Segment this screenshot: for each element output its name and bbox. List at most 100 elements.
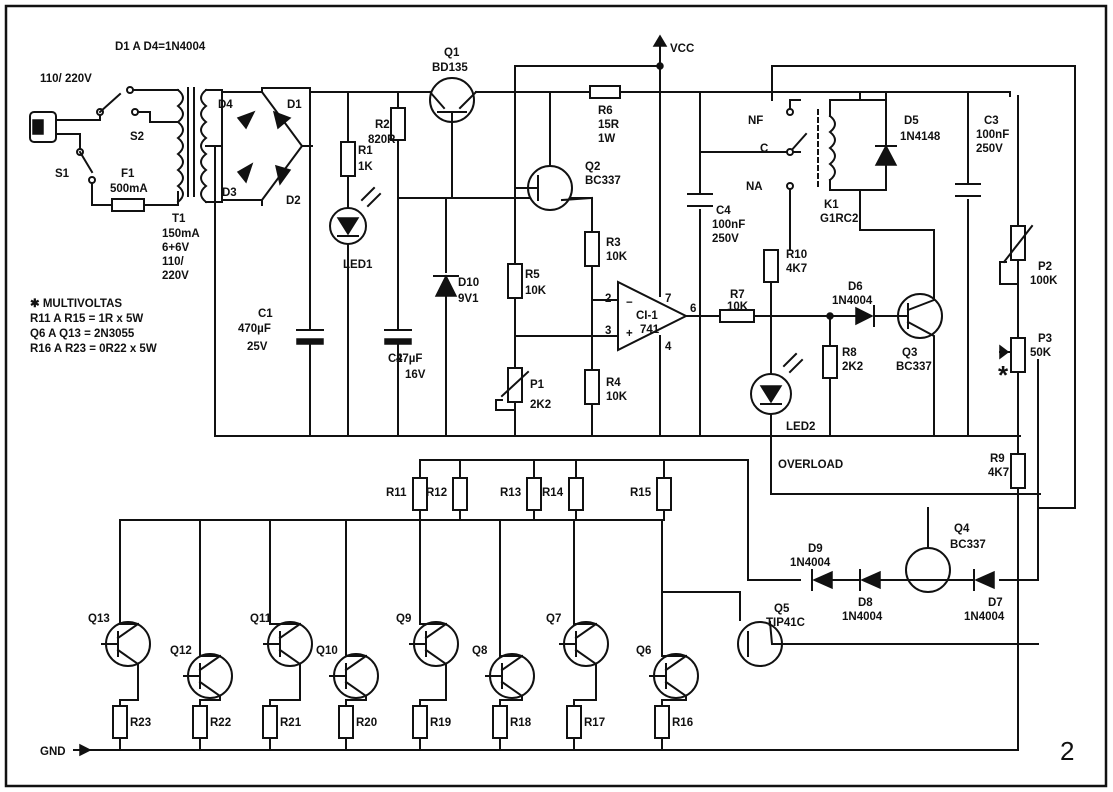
power-transistor-q7 xyxy=(559,519,609,667)
emitter-label-r18: R18 xyxy=(510,717,532,729)
c2-value: 47µF xyxy=(396,353,422,365)
d6-label: D6 xyxy=(848,281,863,293)
r1-value: 1K xyxy=(358,161,373,173)
emitter-label-r20: R20 xyxy=(356,717,377,729)
d4-icon xyxy=(236,110,256,130)
emitter-resistor-r16 xyxy=(654,695,687,751)
d9-value: 1N4004 xyxy=(790,557,831,569)
q5-value: TIP41C xyxy=(766,617,805,629)
relay-na-label: NA xyxy=(746,181,763,193)
r16-r23-note: R16 A R23 = 0R22 x 5W xyxy=(30,343,157,355)
r2-label: R2 xyxy=(375,119,390,131)
emitter-label-r21: R21 xyxy=(280,717,302,729)
emitter-label-r23: R23 xyxy=(130,717,151,729)
d2-label: D2 xyxy=(286,195,301,207)
d5-icon xyxy=(874,144,898,166)
emitter-label-r22: R22 xyxy=(210,717,231,729)
figure-number: 2 xyxy=(1060,736,1074,766)
t1-spec-secondary: 6+6V xyxy=(162,242,190,254)
d2-icon xyxy=(274,164,292,186)
d1-icon xyxy=(272,110,292,130)
power-label-q8: Q8 xyxy=(472,645,488,657)
emitter-resistor-r18 xyxy=(492,695,523,751)
potentiometer-p3 xyxy=(999,337,1039,581)
opamp-pin2: 2 xyxy=(605,293,611,305)
d3-icon xyxy=(236,162,254,184)
r3-value: 10K xyxy=(606,251,628,263)
q6-q13-note: Q6 A Q13 = 2N3055 xyxy=(30,328,135,340)
p3-multivoltas-mark: * xyxy=(998,360,1009,390)
led2-label: LED2 xyxy=(786,421,815,433)
ground-rail-top xyxy=(214,145,1021,437)
capacitor-c3 xyxy=(955,91,981,437)
relay-nf-label: NF xyxy=(748,115,763,127)
r3-label: R3 xyxy=(606,237,621,249)
diode-d7 xyxy=(973,569,995,591)
ballast-label-r12: R12 xyxy=(426,487,447,499)
q1-label: Q1 xyxy=(444,47,460,59)
d6-value: 1N4004 xyxy=(832,295,873,307)
r10-label: R10 xyxy=(786,249,807,261)
emitter-label-r17: R17 xyxy=(584,717,605,729)
emitter-resistor-r19 xyxy=(412,663,447,751)
k1-value: G1RC2 xyxy=(820,213,858,225)
power-transistor-q9 xyxy=(409,519,459,667)
p1-value: 2K2 xyxy=(530,399,551,411)
opamp-pin7: 7 xyxy=(665,293,671,305)
resistor-r1 xyxy=(340,91,356,209)
power-transistor-q8 xyxy=(485,519,535,699)
q4-label: Q4 xyxy=(954,523,970,535)
mains-voltage-label: 110/ 220V xyxy=(40,73,92,85)
opamp-pin3: 3 xyxy=(605,325,611,337)
power-label-q6: Q6 xyxy=(636,645,651,657)
c3-label: C3 xyxy=(984,115,999,127)
r2-value: 820R xyxy=(368,134,396,146)
q3-value: BC337 xyxy=(896,361,932,373)
power-label-q10: Q10 xyxy=(316,645,338,657)
ballast-r12 xyxy=(452,459,468,521)
emitter-resistor-r21 xyxy=(262,663,301,751)
vcc-label: VCC xyxy=(670,43,694,55)
d9-label: D9 xyxy=(808,543,823,555)
t1-spec-primary-b: 220V xyxy=(162,270,189,282)
emitter-resistor-r22 xyxy=(192,695,221,751)
c1-voltage: 25V xyxy=(247,341,268,353)
diode-d9 xyxy=(811,569,861,591)
opamp-ref: CI-1 xyxy=(636,310,658,322)
resistor-r6 xyxy=(589,85,621,99)
r4-label: R4 xyxy=(606,377,621,389)
r9-label: R9 xyxy=(990,453,1005,465)
r10-value: 4K7 xyxy=(786,263,807,275)
resistor-r9 xyxy=(89,453,1026,751)
r7-value: 10K xyxy=(727,301,749,313)
ballast-r15 xyxy=(656,459,672,521)
r8-value: 2K2 xyxy=(842,361,863,373)
c2-voltage: 16V xyxy=(405,369,426,381)
opamp-ci1 xyxy=(514,65,721,437)
power-transistor-q12 xyxy=(183,519,233,699)
r5-value: 10K xyxy=(525,285,547,297)
t1-spec-current: 150mA xyxy=(162,228,200,240)
diode-d8 xyxy=(859,569,907,591)
r7-label: R7 xyxy=(730,289,745,301)
emitter-resistor-r20 xyxy=(338,695,367,751)
capacitor-c4 xyxy=(687,91,781,437)
led2 xyxy=(750,352,1041,495)
gnd-arrow-icon xyxy=(79,743,92,757)
d5-value: 1N4148 xyxy=(900,131,941,143)
bridge-rectifier xyxy=(214,87,313,206)
r6-value: 15R xyxy=(598,119,620,131)
switch-s2 xyxy=(96,86,179,123)
t1-spec-primary-a: 110/ xyxy=(162,256,185,268)
potentiometer-p1 xyxy=(495,335,530,437)
fuse-f1 xyxy=(111,198,145,212)
resistor-r8 xyxy=(822,315,838,437)
p3-value: 50K xyxy=(1030,347,1052,359)
mains-wires xyxy=(55,111,101,151)
p2-value: 100K xyxy=(1030,275,1058,287)
s2-label: S2 xyxy=(130,131,144,143)
relay-k1-coil xyxy=(828,91,935,301)
s1-label: S1 xyxy=(55,168,70,180)
d10-label: D10 xyxy=(458,277,479,289)
